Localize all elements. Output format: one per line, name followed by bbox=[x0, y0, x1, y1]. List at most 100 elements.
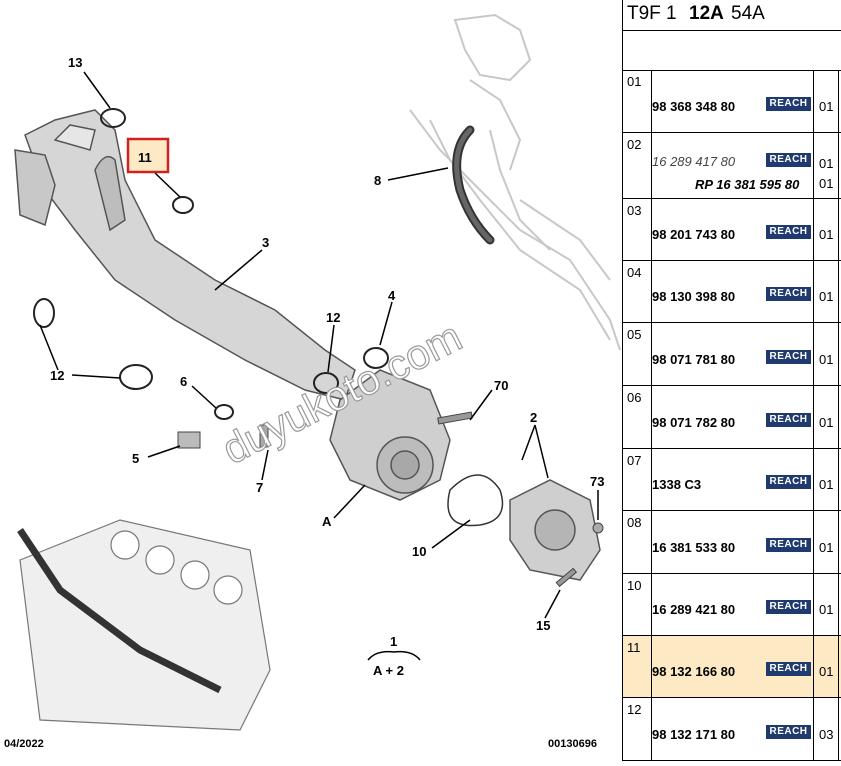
col-divider bbox=[838, 323, 839, 385]
callout-5[interactable]: 5 bbox=[132, 451, 139, 466]
clip-7 bbox=[259, 424, 269, 448]
callout-8[interactable]: 8 bbox=[374, 173, 381, 188]
header-part2: 12A bbox=[689, 3, 724, 24]
callout-4[interactable]: 4 bbox=[388, 288, 396, 303]
row-index: 01 bbox=[627, 74, 642, 89]
callout-12[interactable]: 12 bbox=[326, 310, 340, 325]
part-number[interactable]: 98 201 743 80 bbox=[652, 227, 736, 242]
col-divider bbox=[838, 574, 839, 635]
callout-15[interactable]: 15 bbox=[536, 618, 550, 633]
header-part1: T9F 1 bbox=[627, 3, 677, 24]
reach-badge: REACH bbox=[766, 413, 811, 427]
col-divider bbox=[838, 70, 839, 132]
part-number[interactable]: 98 071 781 80 bbox=[652, 352, 736, 367]
row-index: 05 bbox=[627, 327, 642, 342]
part-number[interactable]: 16 289 417 80 bbox=[652, 154, 736, 169]
thermostat-housing bbox=[329, 369, 451, 501]
col-divider bbox=[838, 636, 839, 697]
parts-row-06[interactable]: 06 98 071 782 80 REACH 01 bbox=[623, 386, 841, 449]
col-divider bbox=[813, 636, 814, 697]
callout-73[interactable]: 73 bbox=[590, 474, 604, 489]
assembly-formula: A + 2 bbox=[373, 663, 404, 678]
footer-code: 00130696 bbox=[548, 738, 597, 750]
parts-diagram: 13 11 3 8 12 4 12 6 70 5 7 2 A 73 10 15 … bbox=[4, 13, 621, 750]
quantity: 01 bbox=[819, 602, 834, 617]
col-divider bbox=[651, 70, 652, 132]
callout-2[interactable]: 2 bbox=[530, 410, 537, 425]
screw-73 bbox=[592, 522, 604, 534]
part-number[interactable]: 16 289 421 80 bbox=[652, 602, 736, 617]
row-index: 03 bbox=[627, 203, 642, 218]
col-divider bbox=[651, 449, 652, 510]
part-number[interactable]: 16 381 533 80 bbox=[652, 540, 736, 555]
callout-11[interactable]: 11 bbox=[138, 150, 152, 165]
quantity: 03 bbox=[819, 727, 834, 742]
quantity: 01 bbox=[819, 156, 834, 171]
row-index: 07 bbox=[627, 453, 642, 468]
col-divider bbox=[838, 133, 839, 198]
quantity: 01 bbox=[819, 415, 834, 430]
part-number[interactable]: 1338 C3 bbox=[652, 477, 702, 492]
row-index: 02 bbox=[627, 137, 642, 152]
part-number[interactable]: 98 368 348 80 bbox=[652, 99, 736, 114]
assembly-brace bbox=[367, 650, 421, 661]
reach-badge: REACH bbox=[766, 600, 811, 614]
part-number[interactable]: 98 132 171 80 bbox=[652, 727, 736, 742]
callout-7[interactable]: 7 bbox=[256, 480, 263, 495]
col-divider bbox=[651, 698, 652, 760]
callout-10[interactable]: 10 bbox=[412, 544, 426, 559]
reach-badge: REACH bbox=[766, 662, 811, 676]
row-index: 06 bbox=[627, 390, 642, 405]
row-index: 10 bbox=[627, 578, 642, 593]
seal-rings bbox=[33, 108, 389, 420]
header-spacer bbox=[623, 30, 841, 71]
engine-block-inset bbox=[17, 519, 271, 731]
reach-badge: REACH bbox=[766, 97, 811, 111]
reach-badge: REACH bbox=[766, 225, 811, 239]
callout-A[interactable]: A bbox=[322, 514, 332, 529]
quantity: 01 bbox=[819, 176, 834, 191]
callout-12[interactable]: 12 bbox=[50, 368, 64, 383]
quantity: 01 bbox=[819, 352, 834, 367]
callout-70[interactable]: 70 bbox=[494, 378, 508, 393]
ghost-assembly bbox=[409, 13, 621, 351]
replacement-part-number[interactable]: RP 16 381 595 80 bbox=[695, 177, 800, 192]
col-divider bbox=[651, 636, 652, 697]
quantity: 01 bbox=[819, 477, 834, 492]
col-divider bbox=[651, 574, 652, 635]
quantity: 01 bbox=[819, 664, 834, 679]
col-divider bbox=[838, 449, 839, 510]
bolt-70 bbox=[437, 411, 473, 425]
part-number[interactable]: 98 132 166 80 bbox=[652, 664, 736, 679]
assembly-number: 1 bbox=[390, 634, 397, 649]
row-index: 08 bbox=[627, 515, 642, 530]
reach-badge: REACH bbox=[766, 475, 811, 489]
col-divider bbox=[813, 70, 814, 132]
leader-lines bbox=[39, 71, 599, 619]
col-divider bbox=[813, 511, 814, 573]
col-divider bbox=[813, 133, 814, 198]
parts-row-10[interactable]: 10 16 289 421 80 REACH 01 bbox=[623, 574, 841, 636]
part-number[interactable]: 98 071 782 80 bbox=[652, 415, 736, 430]
callout-13[interactable]: 13 bbox=[68, 55, 82, 70]
part-number[interactable]: 98 130 398 80 bbox=[652, 289, 736, 304]
col-divider bbox=[813, 386, 814, 448]
col-divider bbox=[651, 199, 652, 260]
callout-3[interactable]: 3 bbox=[262, 235, 269, 250]
footer-date: 04/2022 bbox=[4, 738, 44, 750]
parts-row-07[interactable]: 07 1338 C3 REACH 01 bbox=[623, 449, 841, 511]
col-divider bbox=[838, 511, 839, 573]
col-divider bbox=[813, 574, 814, 635]
callout-6[interactable]: 6 bbox=[180, 374, 187, 389]
gasket-10 bbox=[447, 474, 504, 527]
col-divider bbox=[651, 386, 652, 448]
